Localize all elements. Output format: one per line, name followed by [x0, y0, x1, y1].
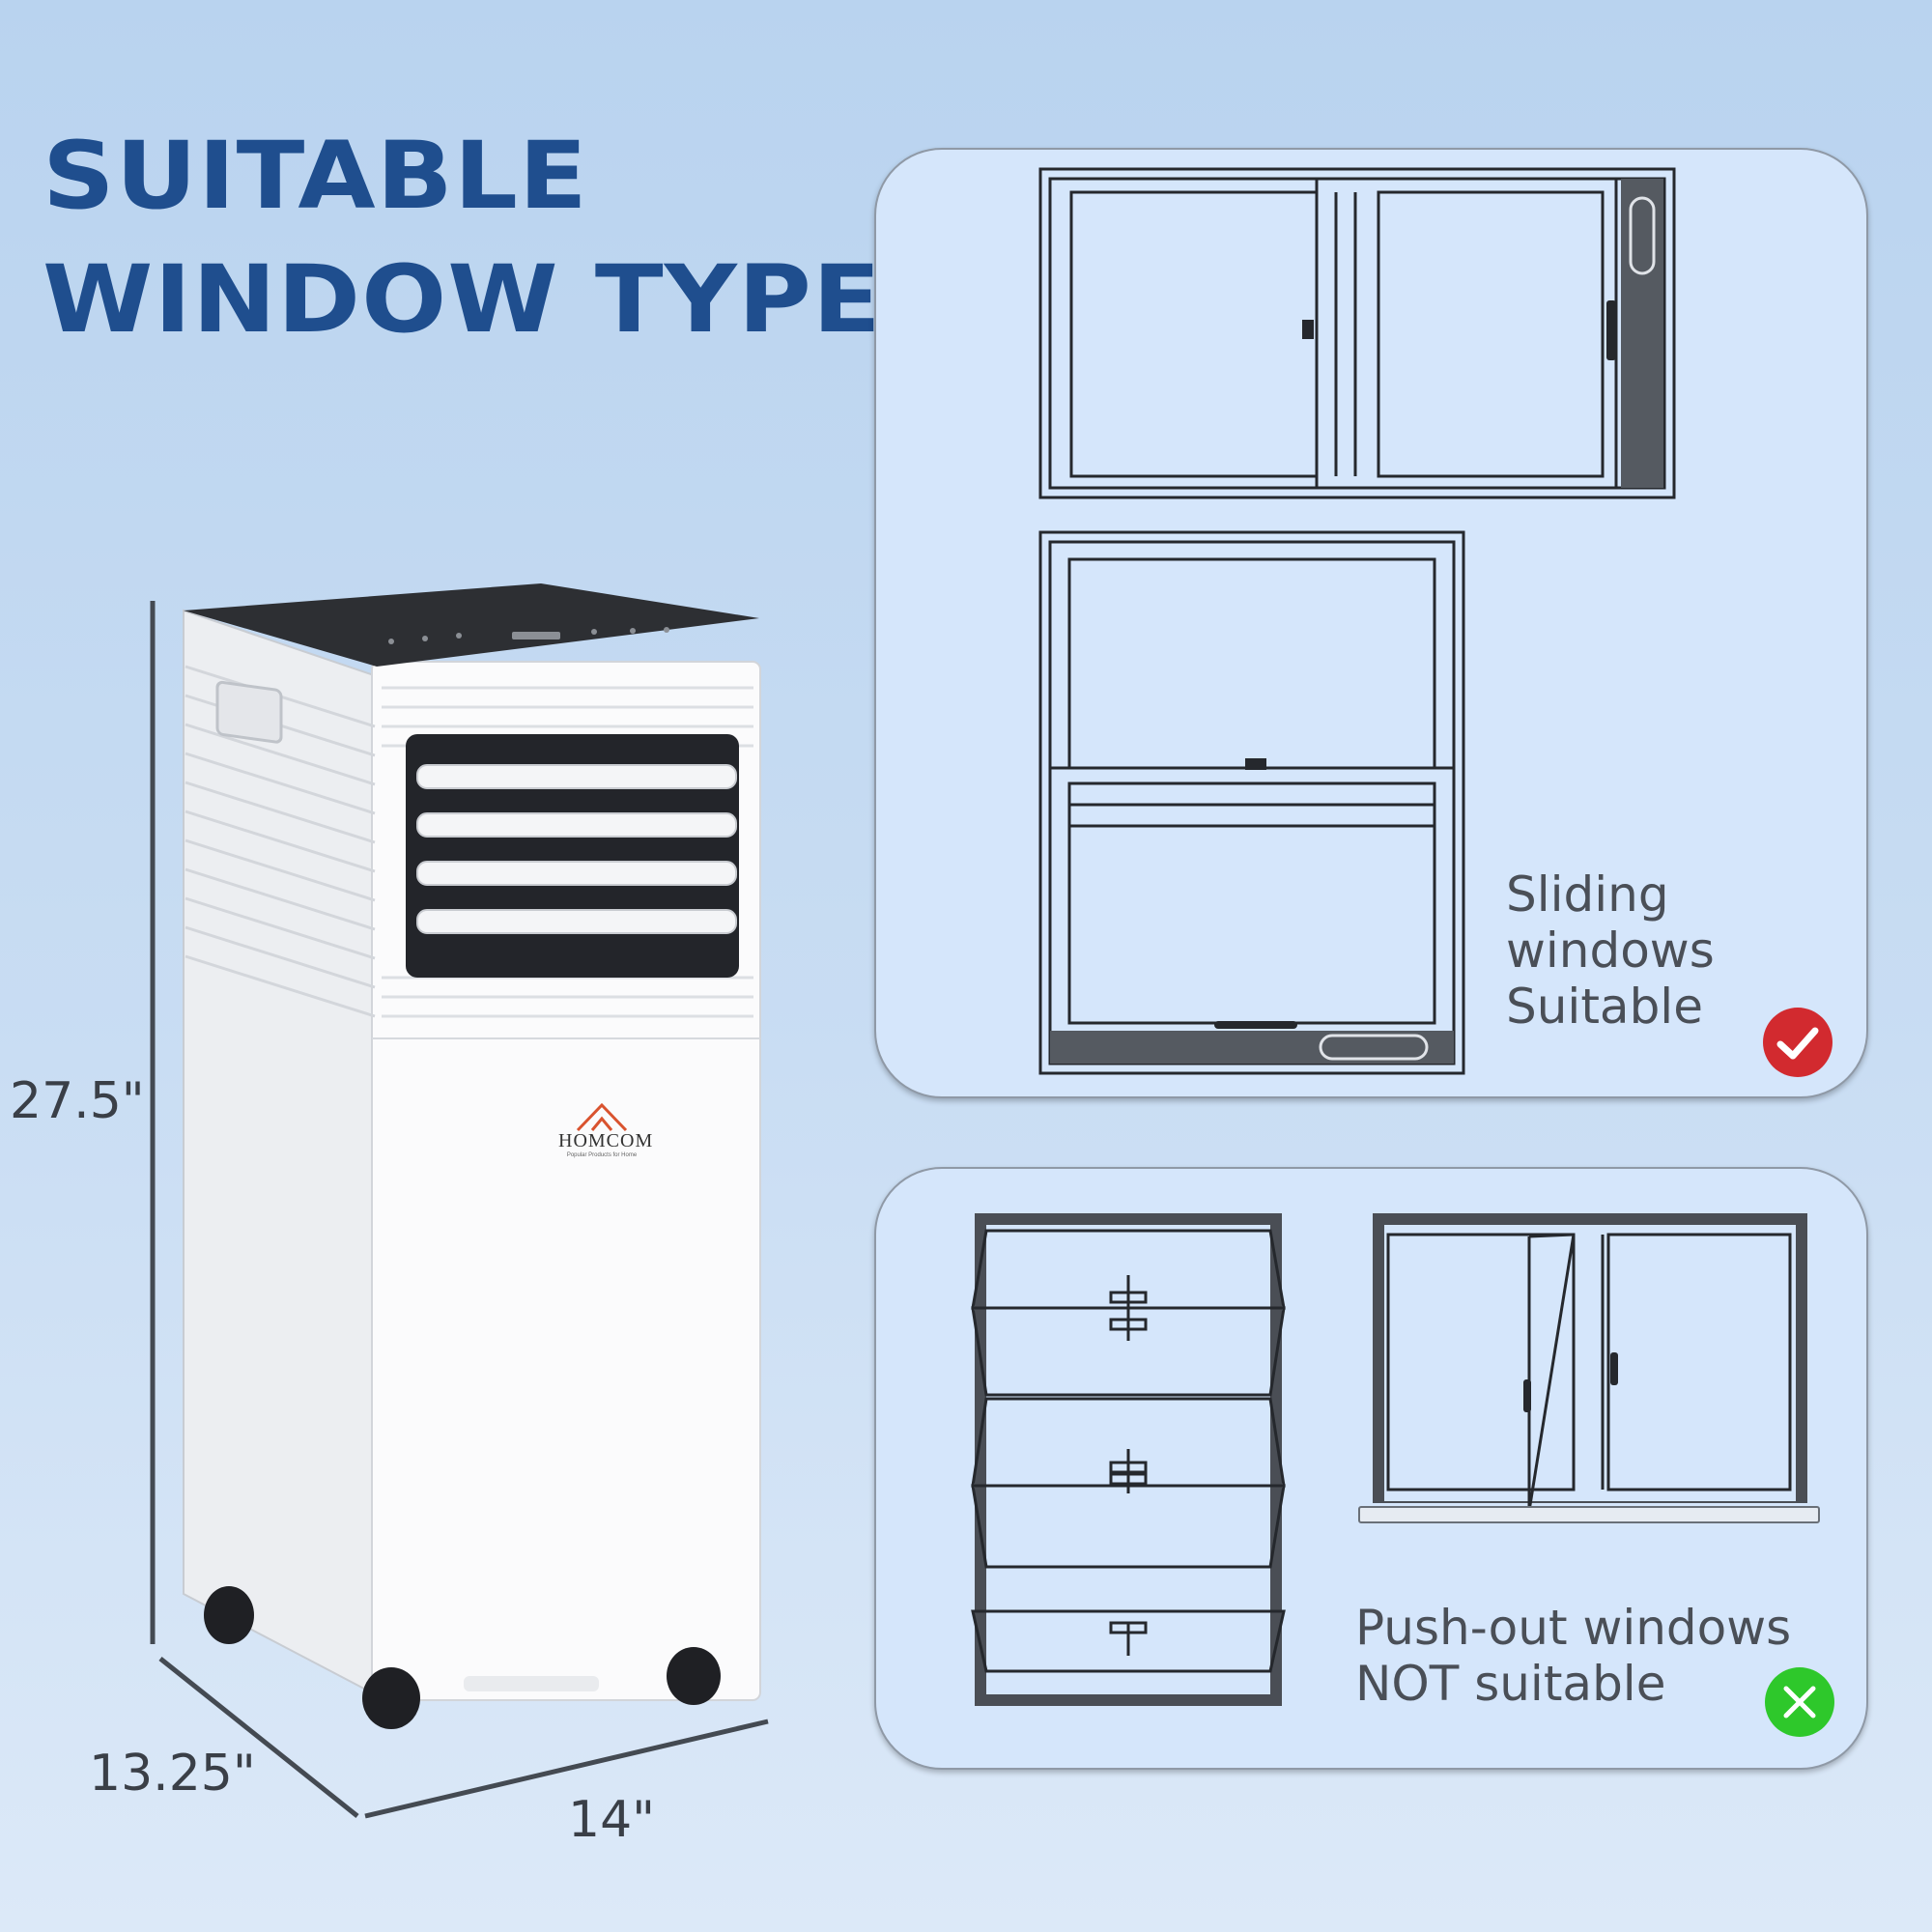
height-dimension: 27.5" — [10, 1072, 145, 1130]
unsuitable-text-line-2: NOT suitable — [1355, 1656, 1666, 1712]
checkmark-icon — [1776, 1027, 1819, 1060]
title-line-2: WINDOW TYPES — [43, 245, 955, 354]
sliding-windows-illustration — [1038, 167, 1676, 1075]
cross-icon — [1783, 1686, 1816, 1719]
suitable-text-line-3: Suitable — [1506, 979, 1703, 1035]
portable-air-conditioner — [183, 583, 761, 1729]
suitable-badge — [1763, 1008, 1833, 1077]
house-icon — [576, 1102, 628, 1132]
unsuitable-windows-card: Push-out windows NOT suitable — [874, 1167, 1868, 1770]
unsuitable-text: Push-out windows NOT suitable — [1355, 1600, 1791, 1712]
push-out-windows-illustration — [971, 1213, 1820, 1706]
suitable-text: Sliding windows Suitable — [1506, 867, 1715, 1035]
suitable-text-line-2: windows — [1506, 923, 1715, 979]
brand-tagline: Popular Products for Home — [566, 1152, 638, 1158]
unsuitable-text-line-1: Push-out windows — [1355, 1600, 1792, 1656]
depth-dimension: 13.25" — [89, 1745, 256, 1803]
width-dimension: 14" — [568, 1791, 656, 1849]
title-line-1: SUITABLE — [43, 122, 588, 230]
page-title: SUITABLE WINDOW TYPES — [43, 114, 955, 361]
brand-logo: HOMCOM Popular Products for Home — [558, 1101, 654, 1158]
unsuitable-badge — [1765, 1667, 1834, 1737]
suitable-windows-card: Sliding windows Suitable — [874, 148, 1868, 1098]
suitable-text-line-1: Sliding — [1506, 867, 1669, 923]
brand-name: HOMCOM — [558, 1130, 654, 1151]
